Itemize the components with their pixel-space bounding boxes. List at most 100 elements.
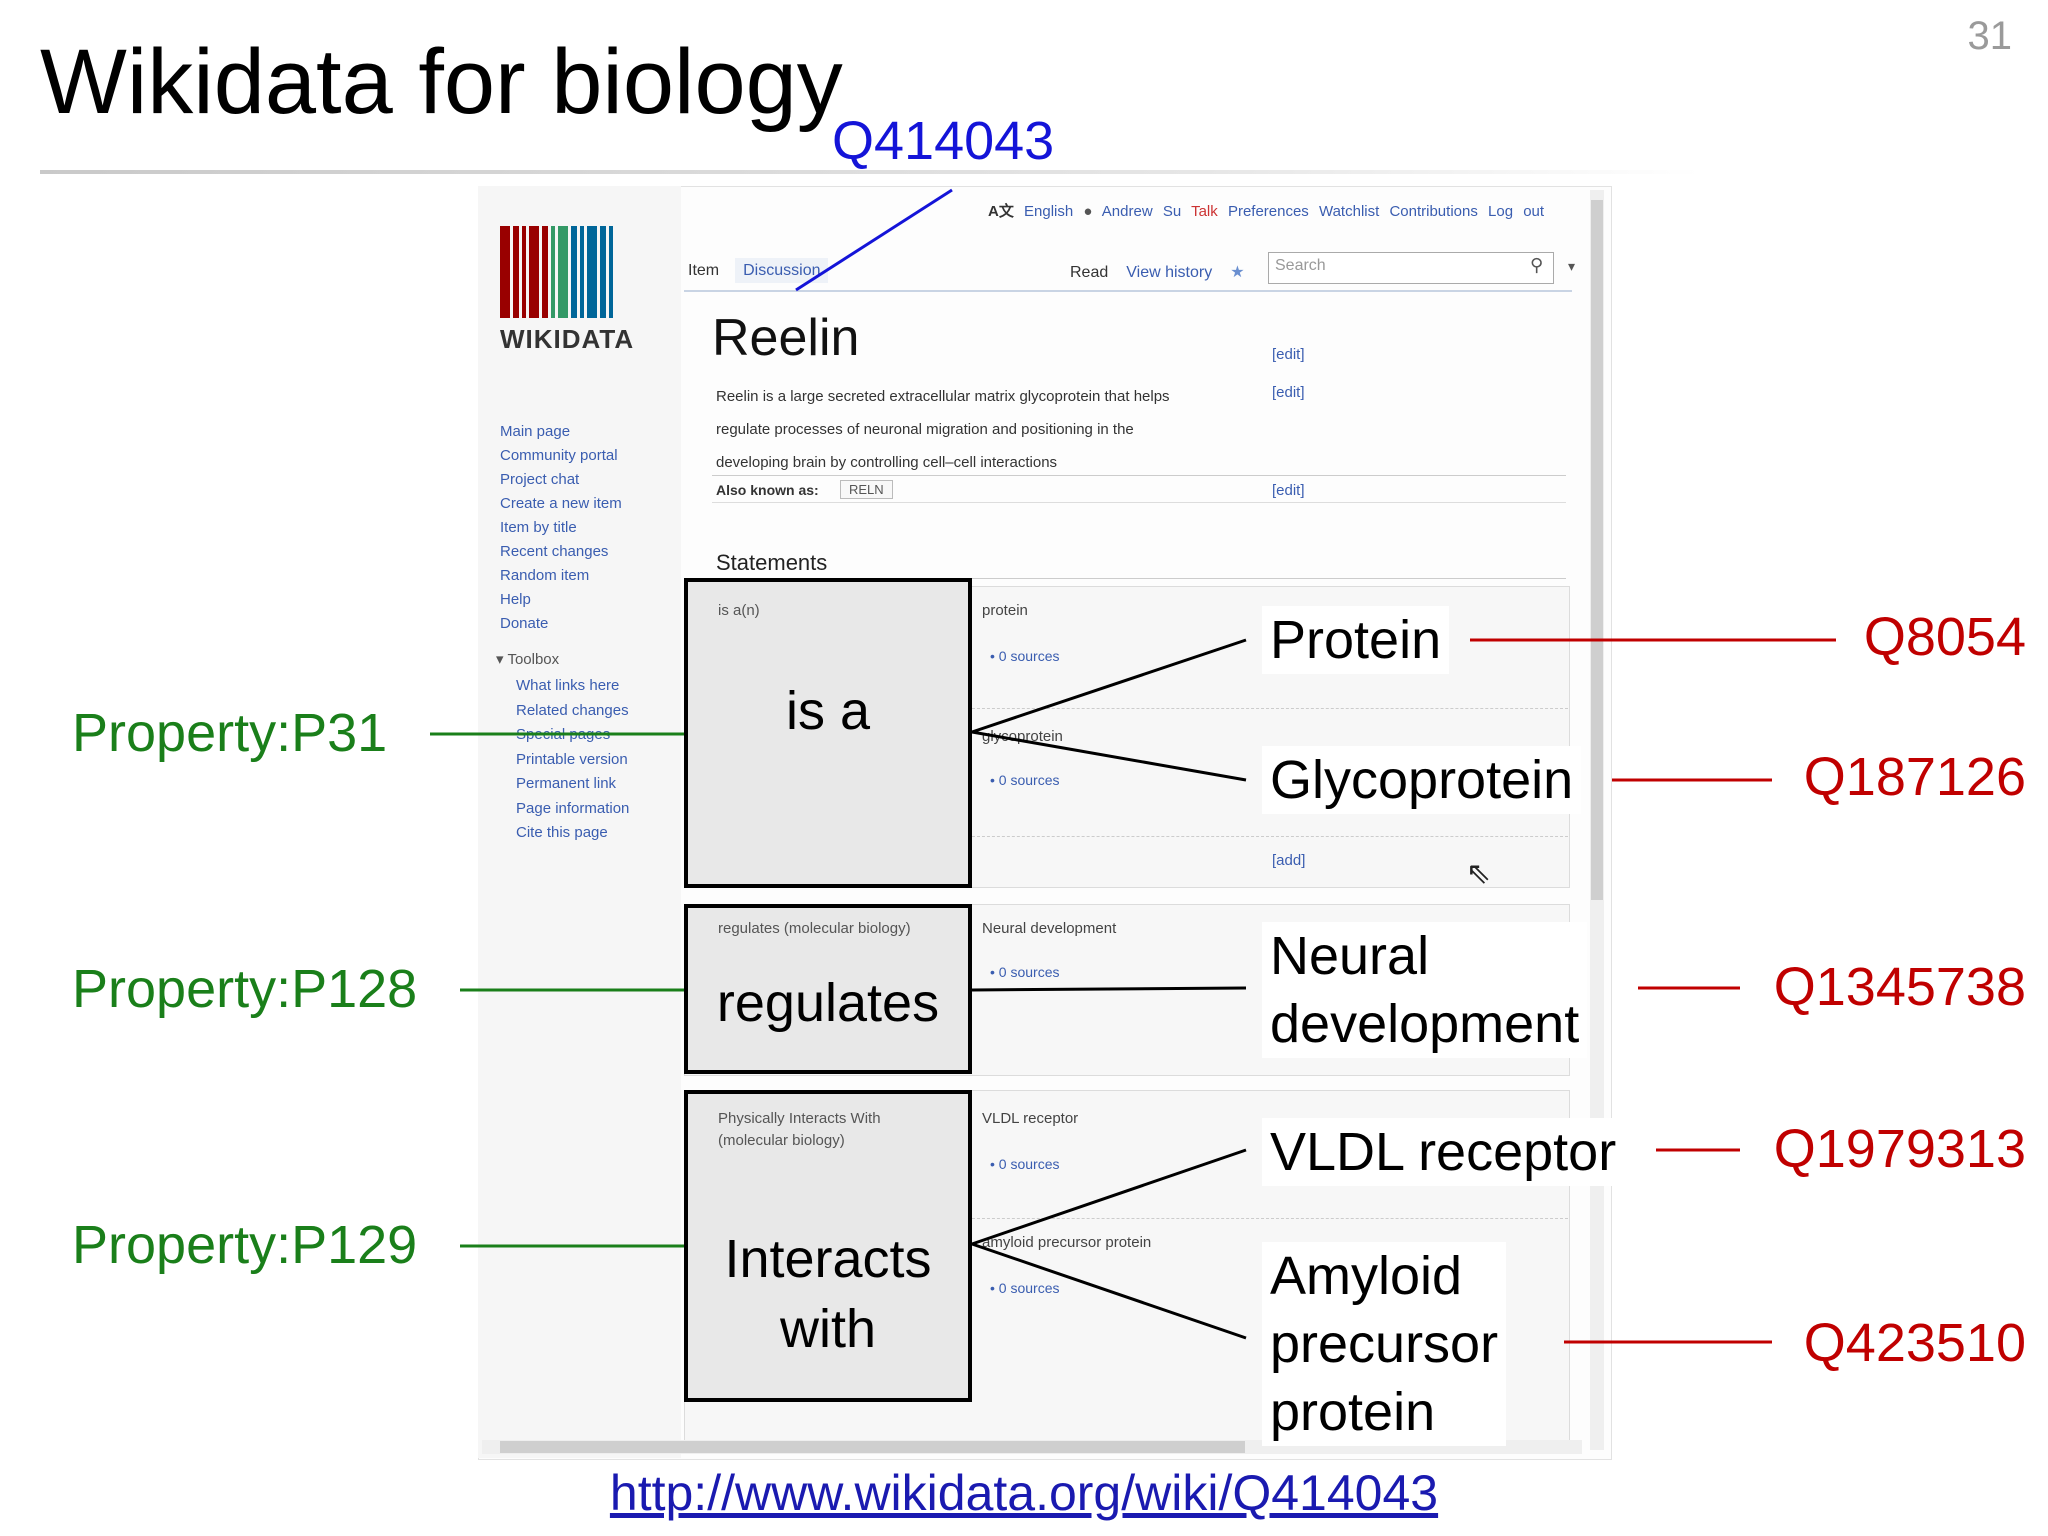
- sources-toggle[interactable]: • 0 sources: [990, 772, 1060, 788]
- horizontal-scrollbar-thumb[interactable]: [500, 1441, 1245, 1453]
- personal-links: A文 English ● Andrew Su Talk Preferences …: [988, 200, 1544, 221]
- statement-value[interactable]: VLDL receptor: [982, 1110, 1079, 1127]
- value-annotation-line: Amyloid: [1270, 1246, 1463, 1306]
- logo-bar: [542, 226, 548, 318]
- search-icon[interactable]: ⚲: [1530, 255, 1544, 275]
- divider: [712, 502, 1566, 503]
- logo-bar: [522, 226, 526, 318]
- tab-discussion[interactable]: Discussion: [735, 258, 829, 283]
- property-id-label: Property:P129: [72, 1215, 418, 1275]
- sidebar-link[interactable]: Donate: [500, 615, 549, 632]
- divider: [972, 708, 1568, 710]
- property-label[interactable]: is a(n): [718, 602, 760, 619]
- value-annotation: Neural development: [1262, 922, 1588, 1058]
- preferences-link[interactable]: Preferences: [1227, 203, 1309, 220]
- description-line: Reelin is a large secreted extracellular…: [716, 388, 1170, 405]
- value-qid-label: Q423510: [1803, 1313, 2026, 1373]
- sidebar-link[interactable]: Project chat: [500, 471, 580, 488]
- title-divider: [40, 170, 1700, 174]
- toolbox-links: What links here Related changes Special …: [516, 674, 629, 846]
- property-label[interactable]: Physically Interacts With (molecular bio…: [718, 1108, 881, 1152]
- language-icon[interactable]: A文: [988, 203, 1014, 220]
- source-url-link[interactable]: http://www.wikidata.org/wiki/Q414043: [609, 1465, 1439, 1521]
- divider: [972, 836, 1568, 838]
- tab-item[interactable]: Item: [688, 262, 720, 279]
- value-annotation: Amyloid precursor protein: [1262, 1242, 1507, 1446]
- sidebar-link[interactable]: Community portal: [500, 447, 618, 464]
- sidebar-link[interactable]: Main page: [500, 423, 571, 440]
- edit-link[interactable]: [edit]: [1272, 384, 1305, 401]
- toolbox-link[interactable]: Related changes: [516, 701, 629, 719]
- property-label-line: Physically Interacts With: [718, 1110, 881, 1127]
- edit-link[interactable]: [edit]: [1272, 346, 1305, 363]
- contributions-link[interactable]: Contributions: [1389, 203, 1478, 220]
- description-line: regulate processes of neuronal migration…: [716, 421, 1134, 438]
- watchlist-link[interactable]: Watchlist: [1318, 203, 1380, 220]
- also-known-as-label: Also known as:: [716, 482, 819, 498]
- logo-bar: [587, 226, 597, 318]
- logo-bar: [580, 226, 584, 318]
- logo-bar: [558, 226, 568, 318]
- tab-read[interactable]: Read: [1070, 264, 1109, 281]
- triangle-down-icon: ▾: [496, 651, 508, 668]
- sources-toggle[interactable]: • 0 sources: [990, 964, 1060, 980]
- toolbox-link[interactable]: Cite this page: [516, 824, 608, 841]
- statement-value[interactable]: Neural development: [982, 920, 1117, 937]
- property-box: [684, 904, 972, 1074]
- value-annotation-line: protein: [1270, 1382, 1436, 1442]
- vertical-scrollbar-thumb[interactable]: [1591, 200, 1603, 900]
- toolbox-toggle[interactable]: ▾ Toolbox: [496, 650, 559, 668]
- property-annotation: Interacts with: [688, 1224, 968, 1364]
- watch-star-icon[interactable]: ★: [1230, 264, 1245, 281]
- sources-toggle[interactable]: • 0 sources: [990, 648, 1060, 664]
- sidebar-link[interactable]: Item by title: [500, 519, 577, 536]
- sidebar-link[interactable]: Help: [500, 591, 531, 608]
- toolbox-link[interactable]: Printable version: [516, 750, 628, 768]
- logout-link[interactable]: Log out: [1488, 203, 1545, 220]
- add-link[interactable]: [add]: [1272, 852, 1306, 869]
- toolbox-link[interactable]: Permanent link: [516, 775, 617, 792]
- property-box: [684, 578, 972, 888]
- value-qid-label: Q8054: [1863, 607, 2026, 667]
- sidebar-link[interactable]: Recent changes: [500, 543, 609, 560]
- value-annotation: Protein: [1262, 606, 1450, 674]
- sources-toggle[interactable]: • 0 sources: [990, 1156, 1060, 1172]
- property-id-label: Property:P128: [72, 959, 418, 1019]
- value-annotation-line: development: [1270, 994, 1580, 1054]
- logo-bar: [600, 226, 606, 318]
- sidebar-link[interactable]: Create a new item: [500, 495, 622, 512]
- logo-bar: [529, 226, 539, 318]
- edit-link[interactable]: [edit]: [1272, 482, 1305, 499]
- logo-bar: [571, 226, 577, 318]
- item-qid-label: Q414043: [832, 111, 1055, 171]
- tab-view-history[interactable]: View history: [1126, 264, 1213, 281]
- sources-toggle[interactable]: • 0 sources: [990, 1280, 1060, 1296]
- tab-underline: [684, 290, 1572, 292]
- search-input[interactable]: [1268, 252, 1554, 284]
- language-link[interactable]: English: [1024, 203, 1074, 220]
- toolbox-link[interactable]: Page information: [516, 799, 630, 817]
- logo-bar: [500, 226, 510, 318]
- property-box: [684, 1090, 972, 1402]
- mouse-cursor-icon: ⇖: [1466, 857, 1492, 890]
- talk-link[interactable]: Talk: [1191, 203, 1218, 220]
- statement-value[interactable]: amyloid precursor protein: [982, 1234, 1152, 1251]
- slide-title: Wikidata for biology: [40, 31, 843, 133]
- statements-heading: Statements: [716, 550, 828, 575]
- toolbox-link[interactable]: What links here: [516, 677, 620, 694]
- chevron-down-icon[interactable]: ▾: [1568, 258, 1576, 274]
- toolbox-link[interactable]: Special pages: [516, 726, 611, 743]
- page-tabs: Item Discussion: [688, 258, 829, 283]
- value-qid-label: Q1979313: [1773, 1119, 2026, 1179]
- property-annotation: is a: [785, 681, 871, 741]
- logo-bar: [551, 226, 555, 318]
- sidebar-link[interactable]: Random item: [500, 567, 590, 584]
- divider: [712, 578, 1566, 579]
- wikidata-logo-icon[interactable]: [500, 226, 660, 318]
- statement-value[interactable]: glycoprotein: [982, 728, 1063, 745]
- property-label[interactable]: regulates (molecular biology): [718, 920, 911, 937]
- description-line: developing brain by controlling cell–cel…: [716, 454, 1058, 471]
- statement-value[interactable]: protein: [982, 602, 1028, 619]
- user-link[interactable]: Andrew Su: [1101, 203, 1182, 220]
- item-description: Reelin is a large secreted extracellular…: [716, 380, 1170, 479]
